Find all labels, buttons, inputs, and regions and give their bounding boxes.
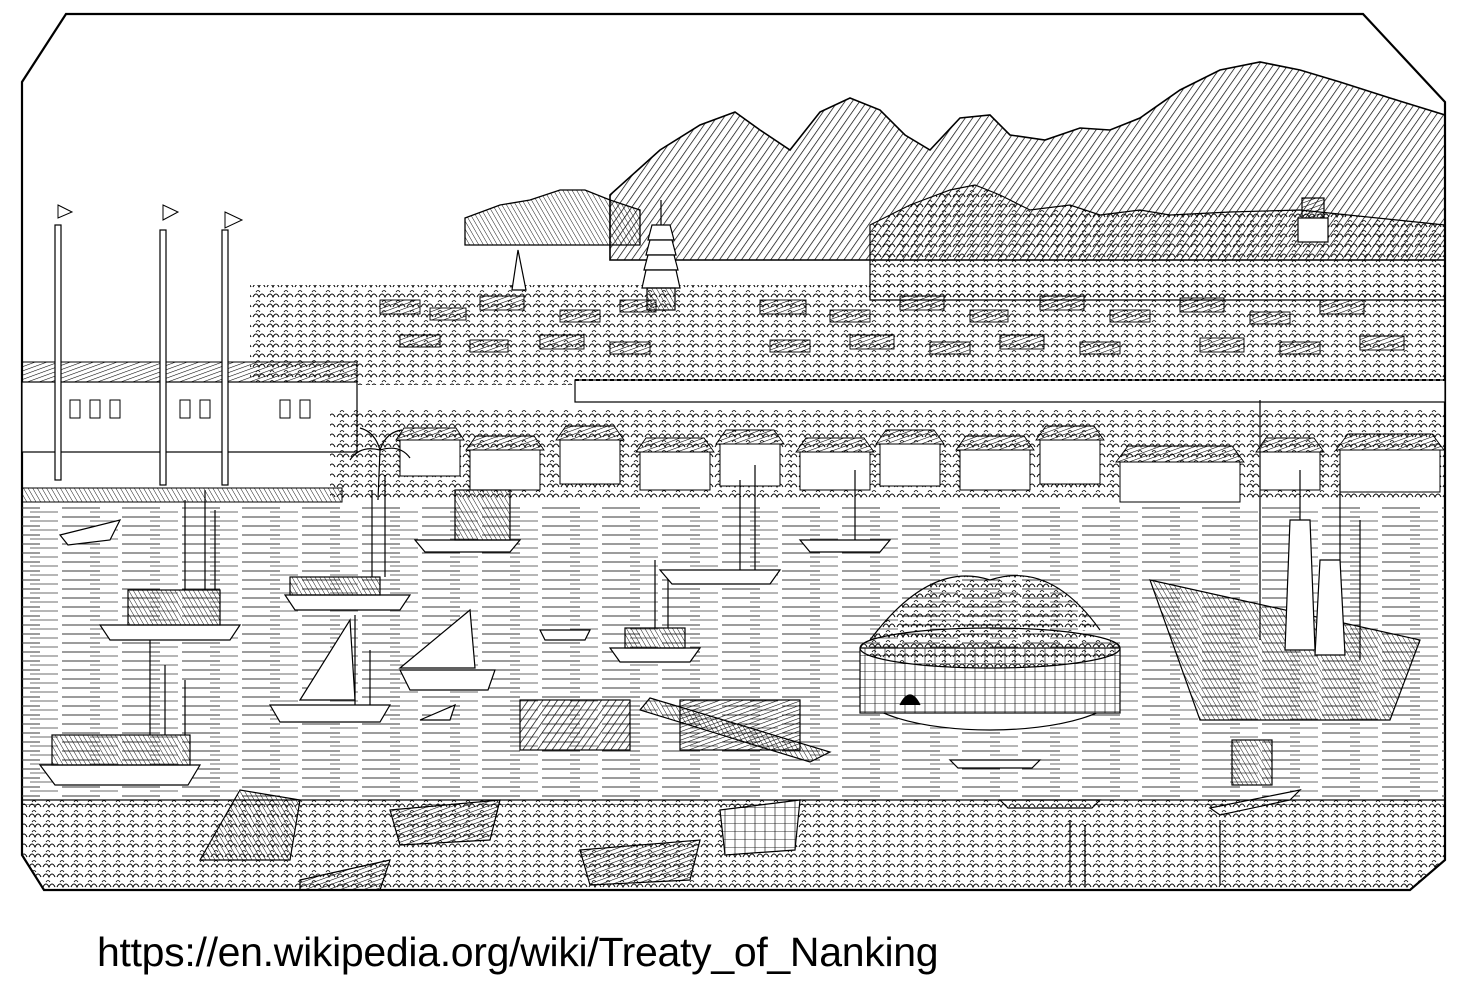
mountain-range	[464, 61, 1445, 301]
flag-masts	[54, 204, 244, 486]
boats	[38, 400, 1421, 816]
harbor-engraving	[20, 12, 1447, 892]
foreground-shore	[22, 789, 1445, 890]
hillside-city	[250, 197, 1445, 403]
source-url-caption: https://en.wikipedia.org/wiki/Treaty_of_…	[97, 929, 939, 975]
waterfront-town	[22, 361, 1445, 503]
